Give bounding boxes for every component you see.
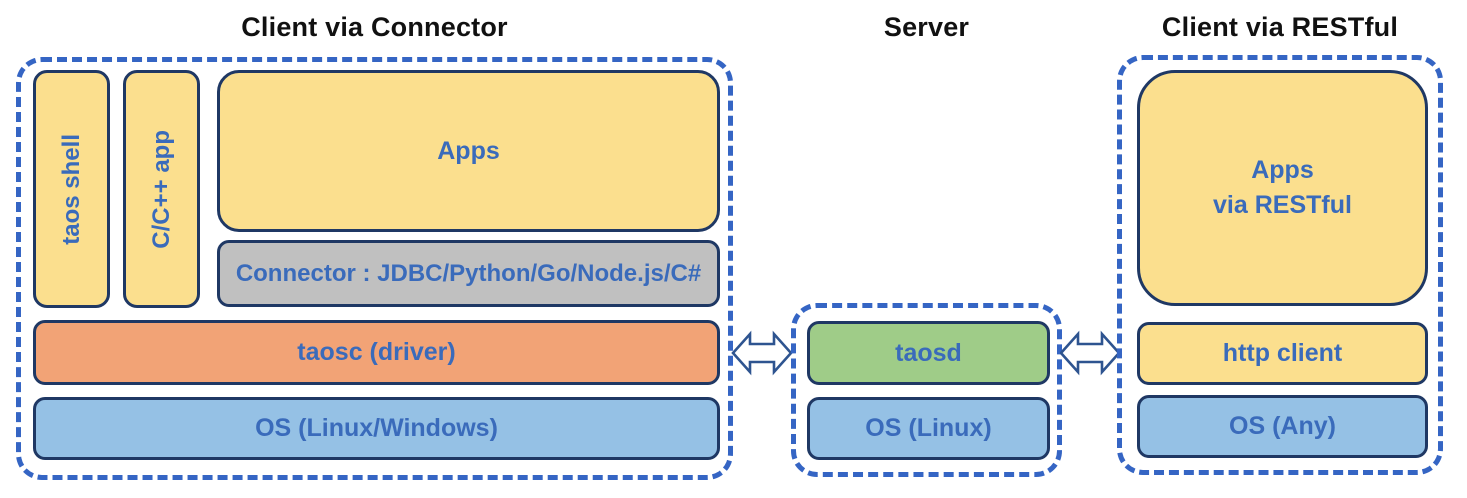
apps-via-restful-line1: Apps (1251, 156, 1314, 184)
apps-via-restful-label: Apps via RESTful (1213, 153, 1352, 223)
c-cpp-app-label: C/C++ app (147, 129, 175, 249)
client-restful-group (1117, 55, 1443, 475)
box-connector: Connector : JDBC/Python/Go/Node.js/C# (217, 240, 720, 307)
box-c-cpp-app: C/C++ app (123, 70, 200, 308)
apps-via-restful-line2: via RESTful (1213, 191, 1352, 219)
section-title-server: Server (883, 12, 970, 42)
section-title-client-connector: Client via Connector (241, 12, 508, 42)
apps-label: Apps (437, 136, 500, 165)
http-client-label: http client (1222, 339, 1343, 367)
box-taosd: taosd (807, 321, 1050, 385)
box-taosc-driver: taosc (driver) (33, 320, 720, 385)
client-connector-group (16, 57, 733, 480)
os-any-label: OS (Any) (1229, 412, 1336, 440)
os-linux-label: OS (Linux) (865, 414, 992, 442)
section-title-client-restful: Client via RESTful (1161, 12, 1399, 42)
connector-label: Connector : JDBC/Python/Go/Node.js/C# (235, 259, 702, 287)
os-linux-windows-label: OS (Linux/Windows) (255, 414, 498, 442)
bidirectional-arrow-icon (1060, 330, 1120, 376)
taosc-driver-label: taosc (driver) (297, 338, 456, 366)
box-apps: Apps (217, 70, 720, 232)
box-taos-shell: taos shell (33, 70, 110, 308)
box-os-linux: OS (Linux) (807, 397, 1050, 460)
taos-shell-label: taos shell (57, 133, 85, 245)
box-os-any: OS (Any) (1137, 395, 1428, 458)
box-os-linux-windows: OS (Linux/Windows) (33, 397, 720, 460)
box-http-client: http client (1137, 322, 1428, 385)
taosd-label: taosd (895, 338, 962, 367)
box-apps-via-restful: Apps via RESTful (1137, 70, 1428, 306)
server-group (791, 303, 1062, 477)
bidirectional-arrow-icon (731, 330, 793, 376)
